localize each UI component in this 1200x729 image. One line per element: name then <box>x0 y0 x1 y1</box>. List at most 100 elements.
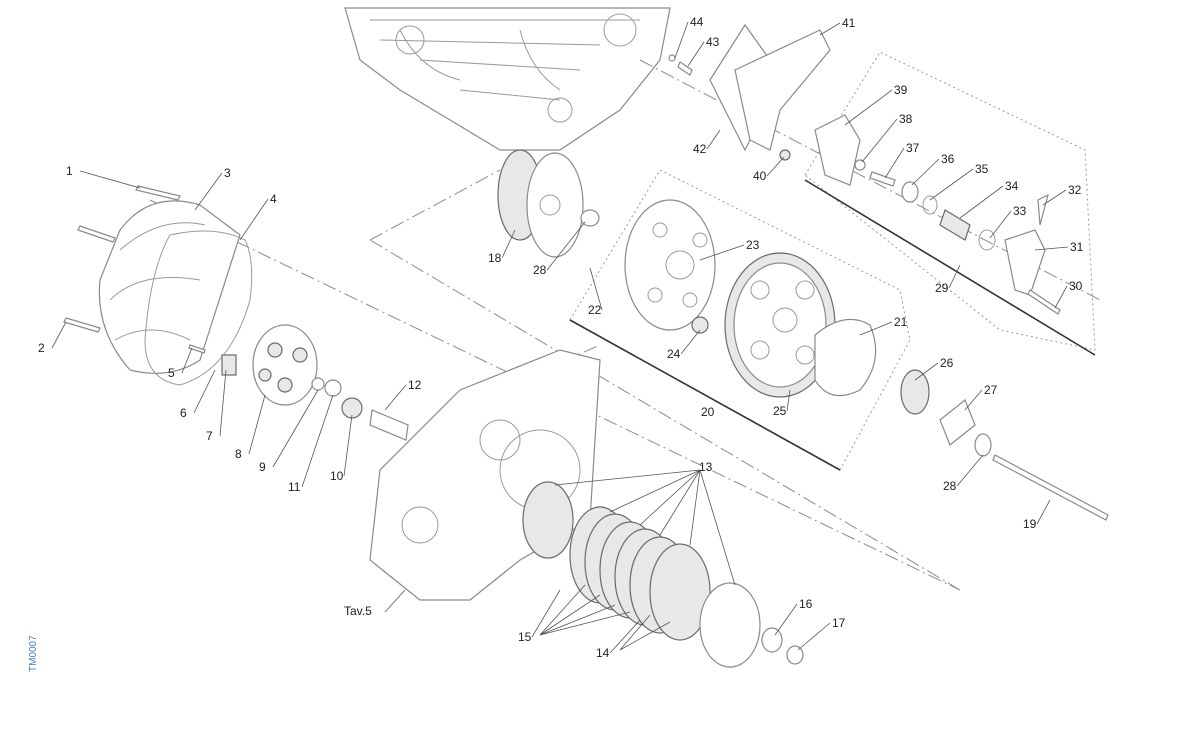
leader-line <box>272 389 319 468</box>
leader-line <box>384 589 406 613</box>
clutch-cover <box>98 200 241 374</box>
guard-41 <box>734 29 831 151</box>
leader-line <box>539 594 601 636</box>
callout-7: 7 <box>206 429 213 443</box>
callout-28: 28 <box>943 479 957 493</box>
leader-line <box>861 118 898 163</box>
leader-line <box>181 347 193 374</box>
leader-line <box>301 394 334 488</box>
screws <box>63 185 206 354</box>
leader-line <box>914 362 939 381</box>
leader-line <box>554 469 701 486</box>
leader-line <box>706 129 721 150</box>
leader-line <box>193 369 216 414</box>
leader-line <box>239 198 269 241</box>
callout-27: 27 <box>984 383 998 397</box>
drawing-code: TM0007 <box>28 635 39 672</box>
callout-16: 16 <box>799 597 813 611</box>
callout-1: 1 <box>66 164 73 178</box>
leader-line <box>619 614 651 651</box>
callout-23: 23 <box>746 238 760 252</box>
callout-26: 26 <box>940 356 954 370</box>
leader-line <box>687 41 705 67</box>
callout-37: 37 <box>906 141 920 155</box>
callout-36: 36 <box>941 152 955 166</box>
callout-31: 31 <box>1070 240 1084 254</box>
callout-9: 9 <box>259 460 266 474</box>
callout-35: 35 <box>975 162 989 176</box>
leader-line <box>79 170 141 189</box>
leader-line <box>546 221 586 271</box>
callout-42: 42 <box>693 142 707 156</box>
leader-line <box>1054 285 1068 309</box>
leader-line <box>819 22 841 36</box>
crankcase <box>369 349 601 601</box>
sheet-reference: Tav.5 <box>344 604 372 618</box>
callout-3: 3 <box>224 166 231 180</box>
leader-line <box>609 619 641 654</box>
callout-4: 4 <box>270 192 277 206</box>
callout-38: 38 <box>899 112 913 126</box>
leader-line <box>797 622 831 651</box>
leader-line <box>844 89 893 126</box>
callout-20: 20 <box>701 405 715 419</box>
callout-13: 13 <box>699 460 713 474</box>
leader-line <box>589 267 603 311</box>
leader-line <box>539 611 631 636</box>
leader-line <box>989 210 1012 239</box>
callout-12: 12 <box>408 378 422 392</box>
leader-line <box>859 321 893 336</box>
leader-line <box>343 414 353 477</box>
leader-line <box>674 21 689 59</box>
callout-25: 25 <box>773 404 787 418</box>
leader-line <box>384 384 407 411</box>
leader-line <box>659 469 701 536</box>
leader-line <box>531 589 561 638</box>
leader-line <box>639 469 701 526</box>
leader-line <box>194 172 223 211</box>
callout-14: 14 <box>596 646 610 660</box>
leader-line <box>248 394 266 455</box>
callout-11: 11 <box>288 480 301 494</box>
group-29-outline <box>804 51 1096 351</box>
leader-line <box>501 229 516 259</box>
leader-line <box>959 185 1004 219</box>
callout-18: 18 <box>488 251 502 265</box>
callout-34: 34 <box>1005 179 1019 193</box>
callout-15: 15 <box>518 630 532 644</box>
clutch-hub-23 <box>624 199 716 331</box>
leader-line <box>929 168 974 201</box>
leader-line <box>948 264 961 289</box>
cover-39 <box>814 114 861 186</box>
leader-line <box>1042 189 1067 206</box>
callout-22: 22 <box>588 303 602 317</box>
leader-line <box>766 156 785 177</box>
leader-line <box>699 244 745 261</box>
leader-line <box>539 584 586 636</box>
callout-33: 33 <box>1013 204 1027 218</box>
needle-bearing <box>900 369 930 415</box>
engine-block <box>344 7 671 151</box>
callout-6: 6 <box>180 406 187 420</box>
leader-line <box>219 369 227 437</box>
leader-line <box>51 321 67 349</box>
leader-line <box>1036 499 1051 525</box>
leader-line <box>699 469 736 586</box>
callout-17: 17 <box>832 616 846 630</box>
leader-line <box>619 621 671 651</box>
callout-40: 40 <box>753 169 767 183</box>
group-20-outline <box>569 169 911 471</box>
callout-41: 41 <box>842 16 856 30</box>
callout-21: 21 <box>894 315 908 329</box>
clutch-plates <box>522 481 804 668</box>
leader-line <box>956 454 984 487</box>
leader-line <box>609 469 701 513</box>
callout-29: 29 <box>935 281 949 295</box>
pushrod-19 <box>992 454 1109 521</box>
leader-line <box>786 389 791 412</box>
callout-10: 10 <box>330 469 344 483</box>
callout-30: 30 <box>1069 279 1083 293</box>
pressure-plate <box>252 324 318 406</box>
leader-line <box>680 329 701 355</box>
